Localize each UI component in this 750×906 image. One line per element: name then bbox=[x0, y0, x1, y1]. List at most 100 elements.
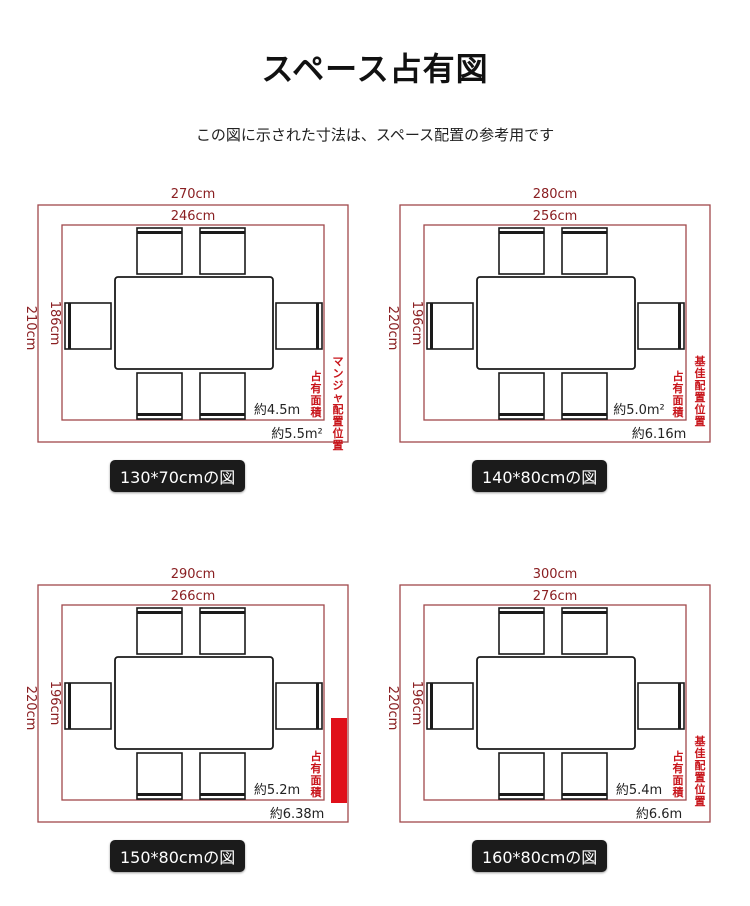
chair-backrest bbox=[68, 303, 71, 349]
chair bbox=[561, 607, 608, 655]
outer-area-rect bbox=[37, 584, 349, 823]
chair-seat bbox=[426, 302, 474, 350]
inner-area-rect bbox=[61, 224, 325, 421]
outer-area-label-char: 配 bbox=[695, 378, 706, 392]
chair-backrest bbox=[200, 611, 245, 614]
chair-backrest bbox=[499, 611, 544, 614]
chair-seat bbox=[498, 752, 545, 800]
inner-area-label-char: 積 bbox=[310, 405, 323, 419]
chair-seat bbox=[199, 372, 246, 420]
outer-area-label-char: 基 bbox=[694, 734, 707, 748]
outer-area-value: 約6.6m bbox=[636, 807, 682, 822]
outer-area-label-char: 位 bbox=[695, 402, 706, 416]
inner-area-label-char: 占 bbox=[673, 749, 684, 763]
inner-area-label-char: 積 bbox=[672, 405, 685, 419]
chair-seat bbox=[498, 607, 545, 655]
chair bbox=[199, 607, 246, 655]
inner-height-label: 196cm bbox=[409, 681, 424, 726]
chair bbox=[136, 227, 183, 275]
chair-backrest bbox=[137, 413, 182, 416]
outer-area-label-char: ャ bbox=[333, 391, 344, 404]
outer-height-label: 220cm bbox=[23, 686, 38, 731]
chair-backrest bbox=[678, 683, 681, 729]
chair-seat bbox=[561, 372, 608, 420]
chair bbox=[426, 682, 474, 730]
table bbox=[476, 276, 636, 370]
chair-backrest bbox=[678, 303, 681, 349]
chair bbox=[136, 372, 183, 420]
chair-seat bbox=[136, 227, 183, 275]
chair-seat bbox=[136, 372, 183, 420]
inner-area-rect bbox=[61, 604, 325, 801]
chair bbox=[136, 752, 183, 800]
chair bbox=[426, 302, 474, 350]
outer-area-label-char: 配 bbox=[333, 402, 344, 416]
chair-backrest bbox=[562, 611, 607, 614]
chair bbox=[136, 607, 183, 655]
inner-area-label-char: 面 bbox=[673, 394, 684, 407]
chair-backrest bbox=[562, 231, 607, 234]
outer-height-label: 210cm bbox=[23, 306, 38, 351]
page-subtitle: この図に示された寸法は、スペース配置の参考用です bbox=[195, 126, 555, 144]
outer-height-label: 220cm bbox=[385, 306, 400, 351]
chair-seat bbox=[561, 227, 608, 275]
inner-area-label-char: 積 bbox=[310, 785, 323, 799]
chair-backrest bbox=[499, 413, 544, 416]
chair-seat bbox=[498, 227, 545, 275]
chair-backrest bbox=[316, 303, 319, 349]
outer-area-value: 約6.38m bbox=[270, 807, 325, 822]
inner-area-label-char: 有 bbox=[311, 381, 322, 395]
chair bbox=[561, 372, 608, 420]
chair bbox=[498, 607, 545, 655]
outer-height-label: 220cm bbox=[385, 686, 400, 731]
chair-seat bbox=[275, 682, 323, 730]
chair-backrest bbox=[316, 683, 319, 729]
chair bbox=[637, 682, 685, 730]
table bbox=[476, 656, 636, 750]
chair bbox=[561, 227, 608, 275]
chair-backrest bbox=[200, 231, 245, 234]
outer-area-label-char: 位 bbox=[695, 782, 706, 796]
chair-seat bbox=[199, 607, 246, 655]
outer-area-label-char: ジ bbox=[333, 379, 344, 392]
inner-width-label: 266cm bbox=[171, 589, 216, 604]
chair-seat bbox=[498, 372, 545, 420]
chair-seat bbox=[199, 227, 246, 275]
chair-seat bbox=[136, 752, 183, 800]
chair bbox=[64, 682, 112, 730]
outer-width-label: 300cm bbox=[533, 567, 578, 582]
outer-area-label-char: 置 bbox=[333, 415, 344, 428]
chair-backrest bbox=[200, 793, 245, 796]
outer-area-rect bbox=[399, 584, 711, 823]
diagram-caption: 130*70cmの図 bbox=[110, 460, 246, 492]
chair bbox=[199, 372, 246, 420]
chair-backrest bbox=[137, 231, 182, 234]
chair-backrest bbox=[137, 611, 182, 614]
outer-area-label-char: 位 bbox=[333, 426, 344, 440]
diagram-caption: 160*80cmの図 bbox=[472, 840, 608, 872]
chair-backrest bbox=[430, 303, 433, 349]
inner-height-label: 196cm bbox=[409, 301, 424, 346]
chair-seat bbox=[637, 682, 685, 730]
inner-area-label-char: 占 bbox=[311, 749, 322, 763]
chair-backrest bbox=[562, 413, 607, 416]
chair bbox=[275, 682, 323, 730]
table bbox=[114, 656, 274, 750]
inner-height-label: 186cm bbox=[47, 301, 62, 346]
outer-area-rect bbox=[37, 204, 349, 443]
chair bbox=[498, 752, 545, 800]
chair bbox=[498, 372, 545, 420]
chair bbox=[637, 302, 685, 350]
chair-backrest bbox=[137, 793, 182, 796]
